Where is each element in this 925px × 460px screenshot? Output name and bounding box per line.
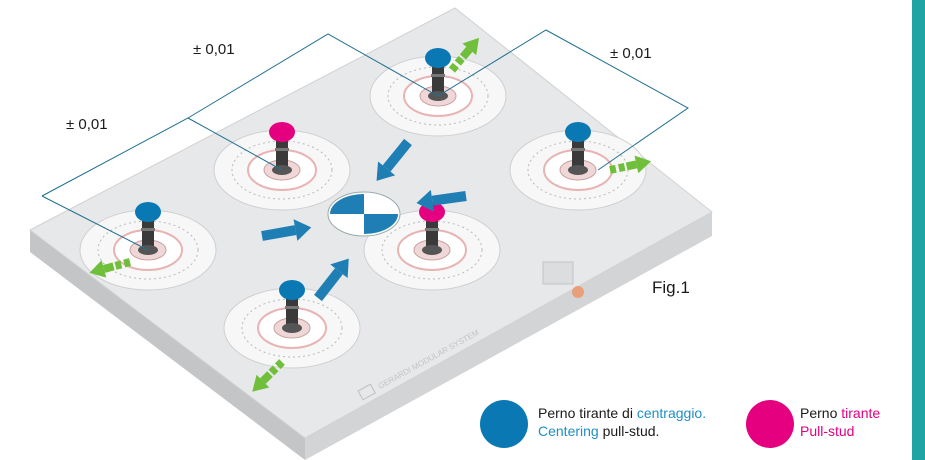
- figure-label: Fig.1: [652, 278, 690, 297]
- dimension-lines: [41, 29, 689, 251]
- centering-stud: [135, 202, 161, 255]
- inward-arrows: [261, 138, 467, 302]
- legend-centering-line2a: Centering: [538, 423, 599, 439]
- legend-centering-line2b: pull-stud.: [598, 423, 660, 439]
- outward-dashed-arrow-icon: [252, 359, 285, 392]
- centering-target-icon: [327, 191, 401, 237]
- legend-pull-line1b: tirante: [841, 405, 881, 421]
- pull-stud-legend-dot: [746, 400, 794, 448]
- plate-front: [305, 212, 712, 460]
- fitting-cap: [572, 286, 584, 298]
- plate-side: [30, 230, 305, 460]
- outward-dashed-arrow-icon: [448, 37, 479, 73]
- centering-stud: [565, 122, 591, 175]
- legend-centering-line1b: centraggio.: [636, 405, 707, 421]
- inward-arrow-icon: [314, 258, 349, 302]
- legend-pull-line1a: Perno: [800, 405, 842, 421]
- legend-centering-line1a: Perno tirante di: [538, 405, 637, 421]
- centering-stud: [279, 280, 305, 333]
- inward-arrow-icon: [261, 219, 312, 241]
- centering-stud-legend-dot: [480, 400, 528, 448]
- pull-stud-legend-text: Perno tirante Pull-stud: [800, 404, 880, 440]
- centering-stud-legend-text: Perno tirante di centraggio. Centering p…: [538, 404, 706, 440]
- sidebar-accent-bar: [912, 0, 925, 460]
- tolerance-label-right: ± 0,01: [610, 45, 652, 62]
- tolerance-label-top: ± 0,01: [193, 41, 235, 58]
- legend-pull-line2: Pull-stud: [800, 423, 855, 439]
- tolerance-label-left: ± 0,01: [66, 116, 108, 133]
- outward-dashed-arrow-icon: [89, 258, 132, 278]
- inward-arrow-icon: [416, 189, 467, 212]
- outward-arrows: [89, 37, 652, 392]
- side-fitting: [542, 261, 574, 285]
- inward-arrow-icon: [376, 138, 412, 181]
- outward-dashed-arrow-icon: [609, 155, 652, 174]
